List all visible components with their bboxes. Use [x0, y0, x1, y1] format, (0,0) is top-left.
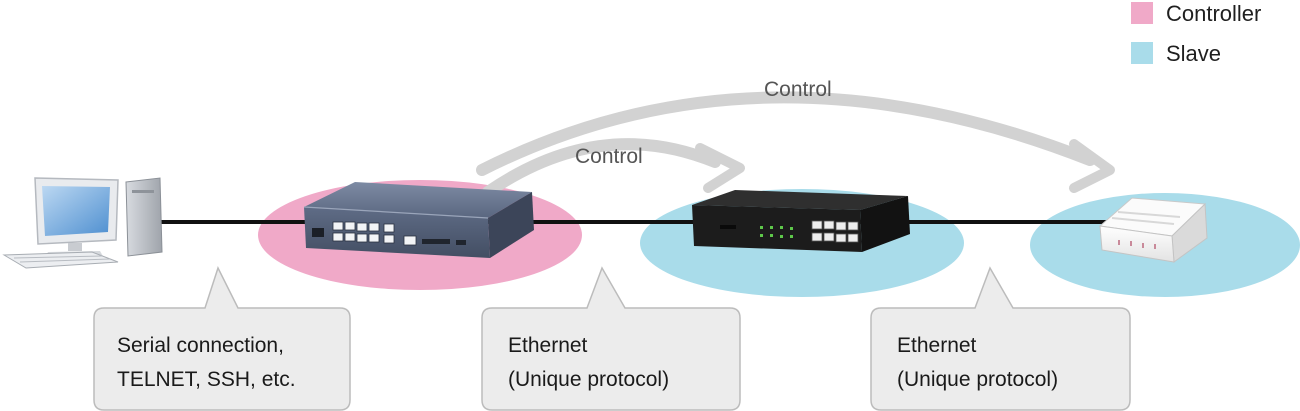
access-point-icon [1098, 197, 1208, 263]
network-switch-icon [692, 190, 910, 252]
callout-serial-line1: Serial connection, [117, 334, 284, 357]
router-icon [303, 182, 534, 258]
control-label-short: Control [575, 145, 643, 168]
callout-serial-line2: TELNET, SSH, etc. [117, 368, 296, 391]
control-label-long: Control [764, 78, 832, 101]
legend-label-controller: Controller [1166, 1, 1261, 26]
callout-ethernet-1-line2: (Unique protocol) [508, 368, 669, 391]
callout-ethernet-1-line1: Ethernet [508, 334, 588, 357]
control-arc-short [482, 138, 745, 198]
callout-serial: Serial connection, TELNET, SSH, etc. [93, 266, 351, 411]
callout-ethernet-1: Ethernet (Unique protocol) [481, 266, 741, 411]
legend-swatch-slave [1131, 42, 1153, 64]
desktop-computer-icon [2, 177, 163, 269]
callout-ethernet-2-line2: (Unique protocol) [897, 368, 1058, 391]
legend-label-slave: Slave [1166, 41, 1221, 66]
control-arc-long [476, 91, 1115, 193]
legend-swatch-controller [1131, 2, 1153, 24]
legend: Controller Slave [1131, 1, 1261, 66]
callout-ethernet-2-line1: Ethernet [897, 334, 977, 357]
callout-ethernet-2: Ethernet (Unique protocol) [870, 266, 1131, 411]
